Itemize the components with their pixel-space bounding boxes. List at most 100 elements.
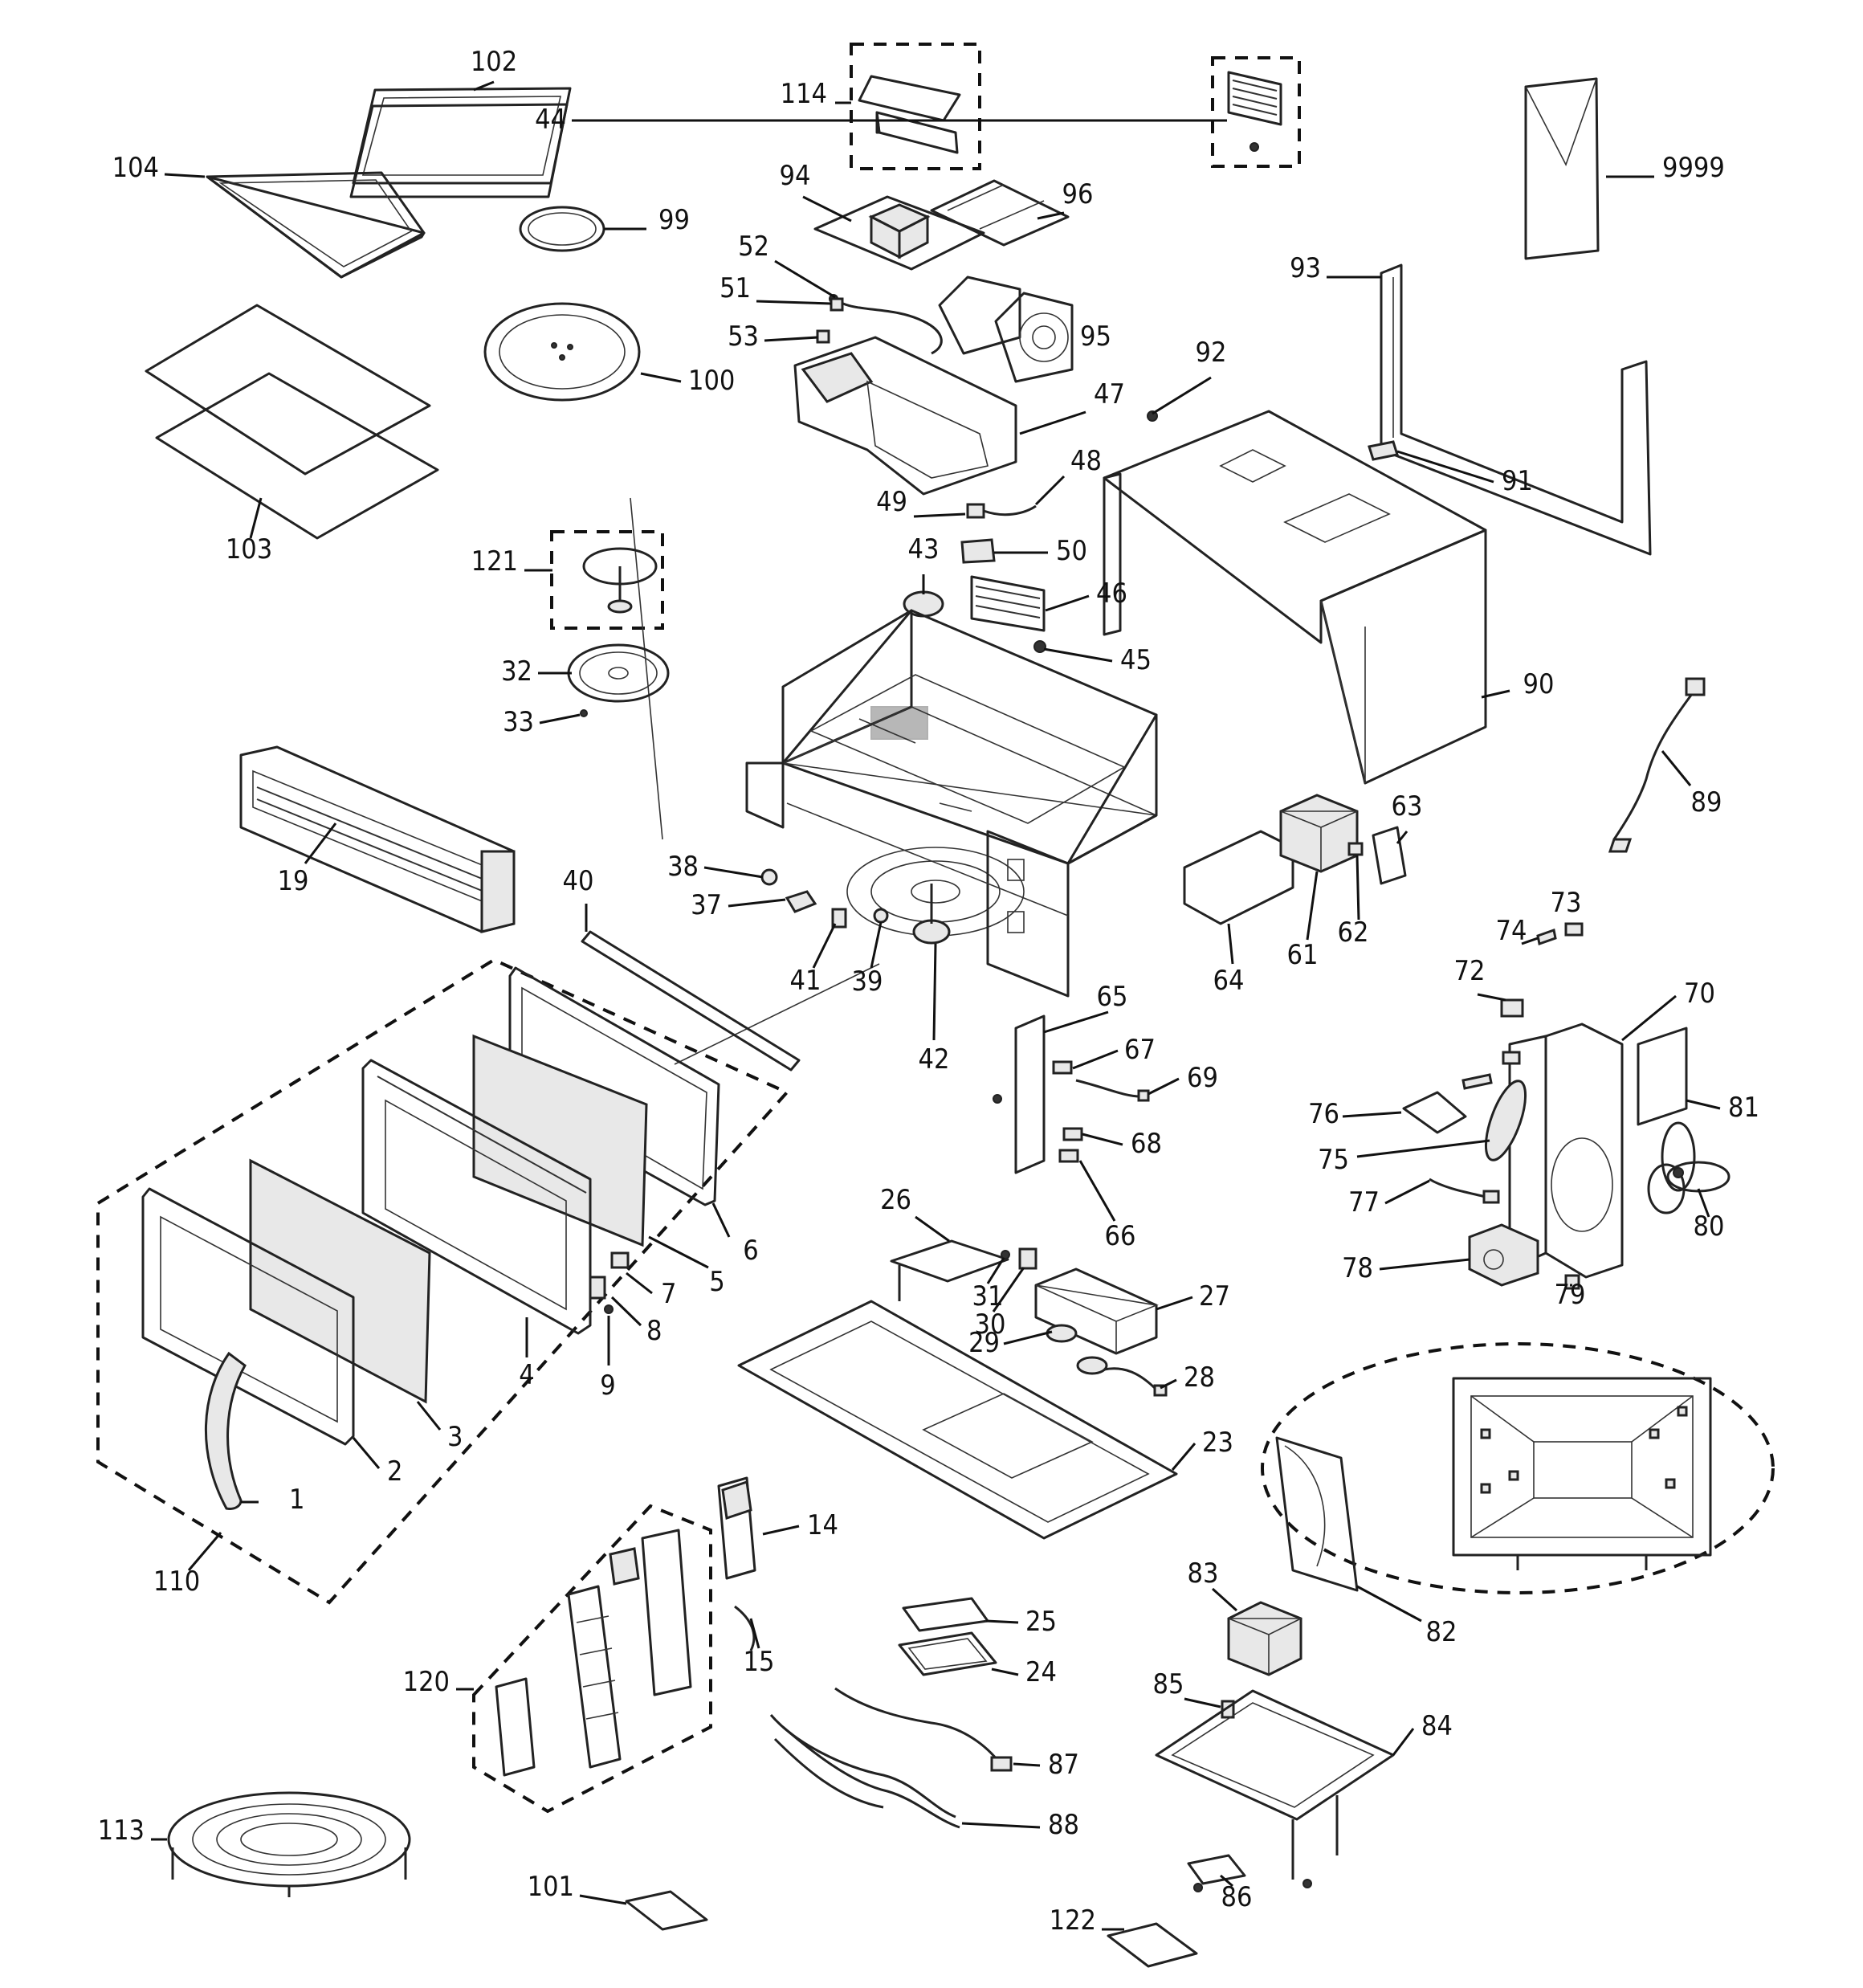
leader-line-29 xyxy=(1003,1330,1053,1345)
part-label-64: 64 xyxy=(1213,965,1245,997)
part-label-113: 113 xyxy=(98,1815,145,1847)
part-113-rack xyxy=(167,1791,411,1897)
callouts: 1234567891415192324252627282930313233373… xyxy=(98,46,1759,1937)
part-31-screw xyxy=(1001,1250,1010,1259)
part-label-104: 104 xyxy=(112,152,159,184)
part-label-9: 9 xyxy=(600,1370,615,1402)
leader-line-39 xyxy=(870,921,883,969)
part-122-bag xyxy=(1107,1922,1198,1968)
part-label-25: 25 xyxy=(1025,1606,1057,1638)
part-61-magnetron xyxy=(1279,794,1359,873)
leader-line-94 xyxy=(802,195,852,222)
leader-line-92 xyxy=(1152,376,1212,415)
leader-line-70 xyxy=(1621,994,1677,1042)
leader-line-24 xyxy=(991,1668,1019,1676)
part-29-lamp xyxy=(1046,1324,1078,1343)
part-88-harness xyxy=(769,1714,960,1829)
leader-line-101 xyxy=(579,1894,627,1905)
screw-84-b xyxy=(1302,1879,1312,1888)
leader-line-74 xyxy=(1521,937,1539,945)
part-label-100: 100 xyxy=(688,365,735,397)
part-label-14: 14 xyxy=(807,1509,838,1541)
leader-line-51 xyxy=(756,300,832,305)
part-82-duct xyxy=(1275,1436,1359,1592)
part-101-bag xyxy=(625,1890,708,1931)
part-label-41: 41 xyxy=(790,965,821,997)
part-label-90: 90 xyxy=(1523,668,1555,700)
part-91-clip xyxy=(1368,440,1399,461)
part-99-ring xyxy=(519,206,605,252)
group-outline-114 xyxy=(850,43,981,170)
part-label-114: 114 xyxy=(781,78,827,110)
part-39-mount xyxy=(873,908,889,924)
part-23-bottom-plate xyxy=(737,1300,1178,1540)
leader-line-110 xyxy=(187,1532,222,1571)
part-label-87: 87 xyxy=(1048,1749,1079,1781)
leader-line-80 xyxy=(1697,1188,1710,1218)
leader-line-42 xyxy=(932,943,937,1041)
part-38-mount xyxy=(760,868,778,886)
part-27-lamp-housing xyxy=(1034,1268,1159,1355)
part-label-91: 91 xyxy=(1502,465,1533,497)
part-15-wire xyxy=(734,1605,756,1651)
leader-line-103 xyxy=(249,497,263,539)
part-label-50: 50 xyxy=(1056,535,1087,567)
part-label-29: 29 xyxy=(968,1327,1000,1359)
part-label-73: 73 xyxy=(1551,887,1582,919)
leader-line-53 xyxy=(764,336,818,342)
leader-line-87 xyxy=(1013,1762,1041,1767)
part-label-77: 77 xyxy=(1348,1186,1380,1219)
group-outline-121 xyxy=(550,530,664,630)
part-37-coupler xyxy=(785,890,817,913)
leader-line-75 xyxy=(1356,1139,1490,1158)
leader-line-25 xyxy=(985,1619,1019,1624)
part-label-94: 94 xyxy=(780,160,811,192)
leader-line-63 xyxy=(1396,831,1408,844)
leader-line-81 xyxy=(1686,1099,1721,1110)
part-44-vent xyxy=(1227,71,1282,152)
part-49-sensor xyxy=(966,503,1037,519)
part-label-27: 27 xyxy=(1199,1280,1230,1312)
part-label-78: 78 xyxy=(1342,1252,1373,1284)
leader-line-88 xyxy=(961,1822,1041,1829)
leader-line-89 xyxy=(1661,750,1692,786)
part-92-screw xyxy=(1147,410,1158,422)
part-label-85: 85 xyxy=(1153,1668,1184,1700)
part-89-power-cord xyxy=(1608,677,1706,853)
part-label-49: 49 xyxy=(876,486,907,518)
part-label-39: 39 xyxy=(852,965,883,998)
part-label-89: 89 xyxy=(1691,786,1722,818)
leader-line-65 xyxy=(1043,1010,1109,1034)
part-label-88: 88 xyxy=(1048,1809,1079,1841)
part-45-screw xyxy=(1033,640,1046,653)
part-label-96: 96 xyxy=(1062,178,1094,210)
part-4-door-frame xyxy=(361,1059,592,1335)
part-69-wire xyxy=(1075,1079,1150,1102)
leader-line-31 xyxy=(986,1257,1005,1284)
part-label-42: 42 xyxy=(919,1043,950,1076)
part-label-61: 61 xyxy=(1287,939,1319,971)
leader-line-45 xyxy=(1043,647,1113,663)
leader-line-96 xyxy=(1037,211,1065,220)
part-102-filter xyxy=(349,87,572,198)
part-label-76: 76 xyxy=(1308,1098,1339,1130)
part-label-26: 26 xyxy=(880,1184,911,1216)
part-67-switch xyxy=(1052,1060,1073,1075)
group-outline-cavity-detail xyxy=(1261,1342,1775,1594)
part-label-40: 40 xyxy=(563,865,594,897)
leader-line-33 xyxy=(539,713,581,725)
leader-line-76 xyxy=(1342,1111,1402,1118)
leader-line-19 xyxy=(304,823,337,864)
part-25-sheet xyxy=(902,1597,989,1632)
part-label-15: 15 xyxy=(744,1646,775,1678)
part-66-switch xyxy=(1058,1149,1079,1163)
leader-line-23 xyxy=(1171,1443,1196,1471)
leader-line-104 xyxy=(164,173,206,178)
part-label-121: 121 xyxy=(471,545,518,578)
part-87-harness xyxy=(834,1687,1013,1772)
part-label-68: 68 xyxy=(1131,1128,1162,1160)
leader-line-14 xyxy=(762,1525,800,1536)
part-74-fuse-b xyxy=(1461,1073,1493,1090)
leader-line-83 xyxy=(1211,1587,1238,1612)
part-label-99: 99 xyxy=(658,204,690,236)
